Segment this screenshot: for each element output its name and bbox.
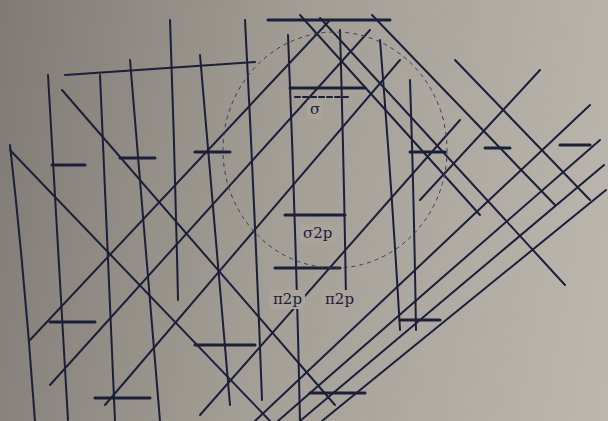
orbital-label: π2p [270,290,305,309]
orbital-label: π2p [322,290,357,309]
orbital-label: σ2p [300,224,335,243]
orbital-label: σ [307,100,323,119]
